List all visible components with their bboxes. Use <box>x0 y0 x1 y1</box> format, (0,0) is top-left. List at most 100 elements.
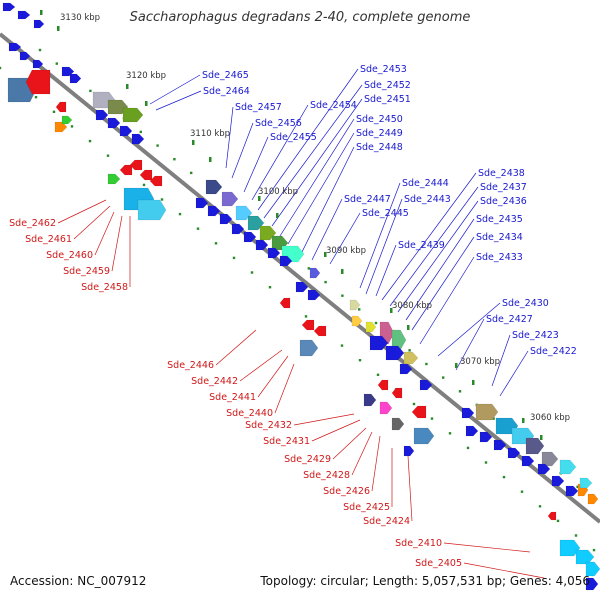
reverse-gene-label: Sde_2424 <box>363 516 410 527</box>
label-pointers <box>57 68 545 579</box>
position-dot <box>556 519 560 523</box>
forward-gene-arrow <box>507 447 521 459</box>
position-dots <box>0 10 596 552</box>
forward-gene-label: Sde_2433 <box>476 252 523 263</box>
forward-gene-arrow <box>465 425 479 437</box>
reverse-label-pointer <box>215 329 257 366</box>
forward-label-pointer <box>389 186 479 307</box>
reverse-label-pointer <box>463 562 545 579</box>
forward-gene-arrow <box>243 231 257 243</box>
forward-gene-arrow <box>195 197 209 209</box>
forward-label-pointer <box>311 198 343 261</box>
forward-gene-label: Sde_2450 <box>356 114 403 125</box>
forward-gene-label: Sde_2454 <box>310 100 357 111</box>
reverse-label-pointer <box>371 435 381 492</box>
forward-label-pointer <box>437 302 501 357</box>
kbp-tick-label: 3130 kbp <box>60 13 100 23</box>
forward-label-pointer <box>397 200 479 313</box>
forward-label-pointer <box>299 146 355 257</box>
forward-gene-arrow <box>19 51 31 61</box>
forward-gene-arrow <box>537 463 551 475</box>
tick-mark <box>407 325 410 330</box>
kbp-tick-label: 3080 kbp <box>392 301 432 311</box>
position-dot <box>156 144 159 147</box>
tick-mark <box>126 84 129 89</box>
forward-label-pointer <box>455 318 485 371</box>
forward-gene-arrow <box>61 66 75 77</box>
forward-label-pointer <box>257 68 359 211</box>
forward-gene-label: Sde_2444 <box>402 178 449 189</box>
forward-label-pointer <box>375 244 397 297</box>
forward-gene-label: Sde_2455 <box>270 132 317 143</box>
forward-gene-arrow <box>461 407 475 419</box>
forward-gene-label: Sde_2452 <box>364 80 411 91</box>
forward-gene-arrow <box>69 73 82 84</box>
position-dot <box>374 321 378 325</box>
reverse-gene-arrow <box>547 511 557 521</box>
position-dot <box>173 158 176 161</box>
forward-gene-label: Sde_2439 <box>398 240 445 251</box>
reverse-gene-arrow <box>411 405 427 419</box>
forward-gene-arrow <box>565 485 579 497</box>
forward-gene-label: Sde_2427 <box>486 314 533 325</box>
reverse-gene-label: Sde_2410 <box>395 538 442 549</box>
reverse-gene-arrow <box>391 387 403 399</box>
reverse-gene-arrow <box>119 164 133 176</box>
forward-gene-arrow <box>299 339 319 357</box>
forward-label-pointer <box>491 334 511 387</box>
reverse-gene-label: Sde_2429 <box>284 454 331 465</box>
position-dot <box>576 485 579 488</box>
tick-mark <box>522 418 525 423</box>
kbp-tick-label: 3070 kbp <box>460 357 500 367</box>
forward-gene-arrow <box>493 439 507 451</box>
reverse-gene-label: Sde_2432 <box>245 420 292 431</box>
forward-gene-label: Sde_2451 <box>364 94 411 105</box>
reverse-gene-arrow <box>313 325 327 337</box>
accession-text: Accession: NC_007912 <box>10 574 147 588</box>
tick-mark <box>209 157 212 162</box>
forward-gene-arrow <box>33 19 45 29</box>
forward-label-pointer <box>359 182 401 289</box>
forward-label-pointer <box>225 106 234 169</box>
forward-gene-arrow <box>309 267 321 279</box>
forward-gene-arrow <box>575 549 595 565</box>
forward-gene-label: Sde_2430 <box>502 298 549 309</box>
position-dot <box>38 48 42 52</box>
forward-label-pointer <box>251 104 309 201</box>
reverse-gene-label: Sde_2461 <box>25 234 72 245</box>
position-dot <box>70 125 74 128</box>
reverse-label-pointer <box>73 205 111 240</box>
forward-gene-label: Sde_2449 <box>356 128 403 139</box>
forward-gene-arrow <box>579 477 593 489</box>
forward-gene-label: Sde_2438 <box>478 168 525 179</box>
position-dot <box>425 362 428 366</box>
forward-gene-arrow <box>131 133 145 145</box>
forward-gene-arrow <box>391 417 405 431</box>
position-dot <box>89 89 92 93</box>
forward-label-pointer <box>155 90 202 111</box>
reverse-gene-label: Sde_2462 <box>9 218 56 229</box>
forward-label-pointer <box>271 98 363 227</box>
reverse-label-pointer <box>332 427 367 460</box>
tick-mark <box>192 140 195 145</box>
tick-mark <box>472 380 475 385</box>
reverse-label-pointer <box>239 349 283 382</box>
position-dot <box>307 267 310 270</box>
reverse-label-pointer <box>94 211 115 256</box>
reverse-gene-label: Sde_2405 <box>415 558 462 569</box>
forward-gene-arrow <box>521 455 535 467</box>
forward-gene-arrow <box>221 191 239 207</box>
tick-mark <box>540 435 543 440</box>
reverse-gene-label: Sde_2446 <box>167 360 214 371</box>
kbp-tick-label: 3110 kbp <box>190 129 230 139</box>
forward-gene-arrow <box>307 289 321 301</box>
forward-gene-label: Sde_2456 <box>255 118 302 129</box>
forward-label-pointer <box>405 218 475 321</box>
forward-label-pointer <box>365 198 403 295</box>
position-dot <box>55 62 58 65</box>
reverse-label-pointer <box>311 419 361 442</box>
reverse-gene-label: Sde_2460 <box>46 250 93 261</box>
forward-gene-label: Sde_2457 <box>235 102 282 113</box>
reverse-gene-arrow <box>129 159 143 171</box>
